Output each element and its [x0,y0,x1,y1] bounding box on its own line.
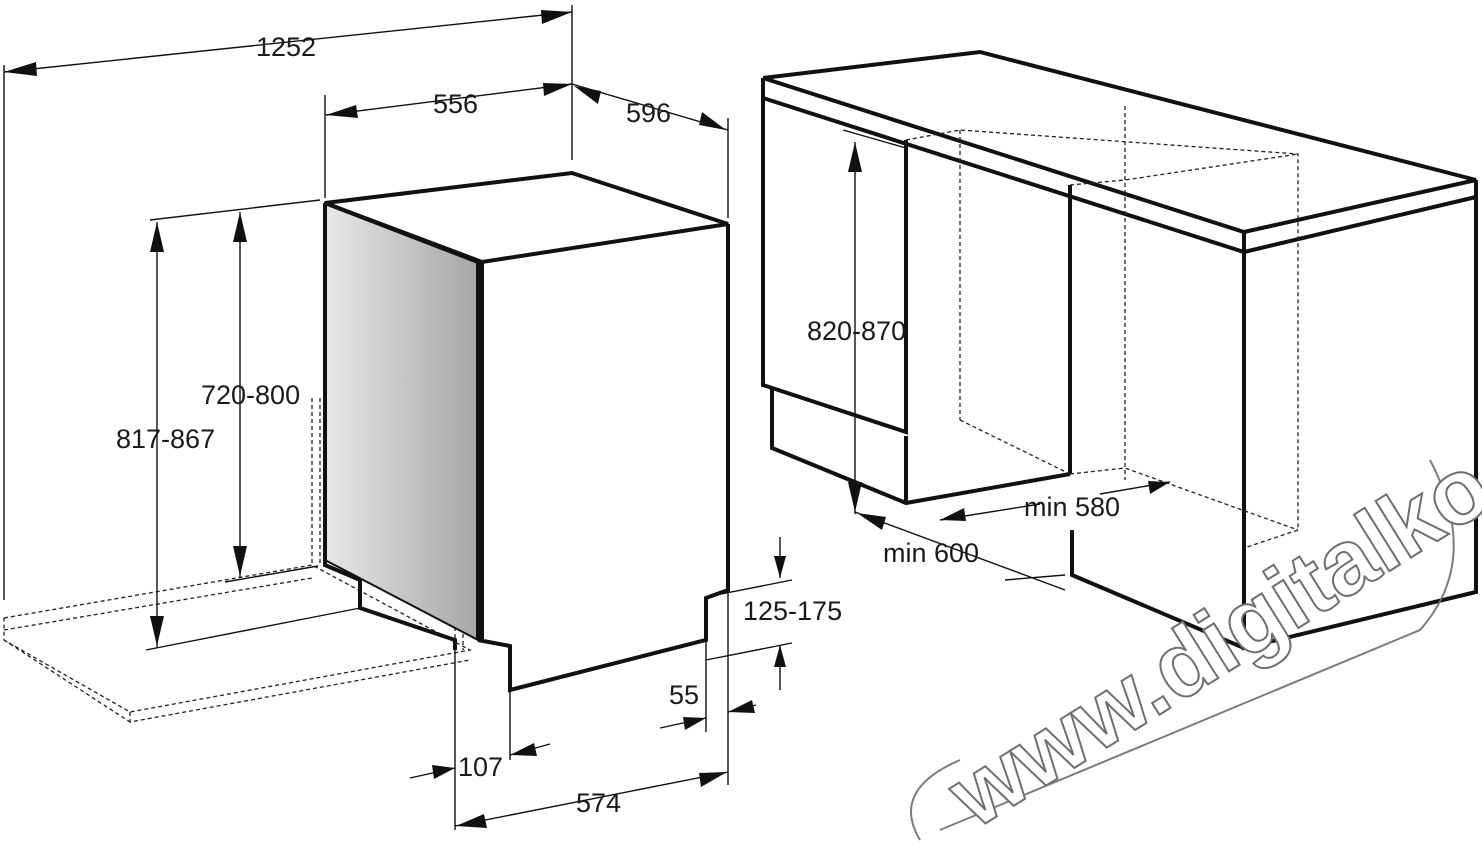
label-niche-depth: min 580 [1024,492,1120,522]
right-cabinet [1068,185,1478,651]
label-appliance-depth: 596 [626,98,671,128]
watermark-text: www.digitalko.hu [931,361,1482,847]
label-height-body: 720-800 [201,380,300,410]
dimension-lines-left [3,5,793,830]
left-cabinet [761,98,1071,506]
label-plinth-setback: 55 [669,680,699,710]
dimension-lines-right [842,129,1171,591]
label-height-total: 817-867 [116,424,215,454]
countertop [761,49,1478,255]
niche-outline [905,106,1299,549]
dishwasher-drawing: 1252 556 596 720-800 817-867 125-175 55 … [3,5,842,830]
label-niche-height: 820-870 [807,316,906,346]
watermark: www.digitalko.hu [910,360,1482,848]
cabinet-niche-drawing: 820-870 min 600 min 580 [761,49,1478,651]
label-depth-with-door: 574 [576,788,621,818]
label-door-offset: 107 [458,752,503,782]
label-plinth-height: 125-175 [743,596,842,626]
label-niche-width: min 600 [883,538,979,568]
label-overall-width: 1252 [256,32,316,62]
label-appliance-width: 556 [433,89,478,119]
